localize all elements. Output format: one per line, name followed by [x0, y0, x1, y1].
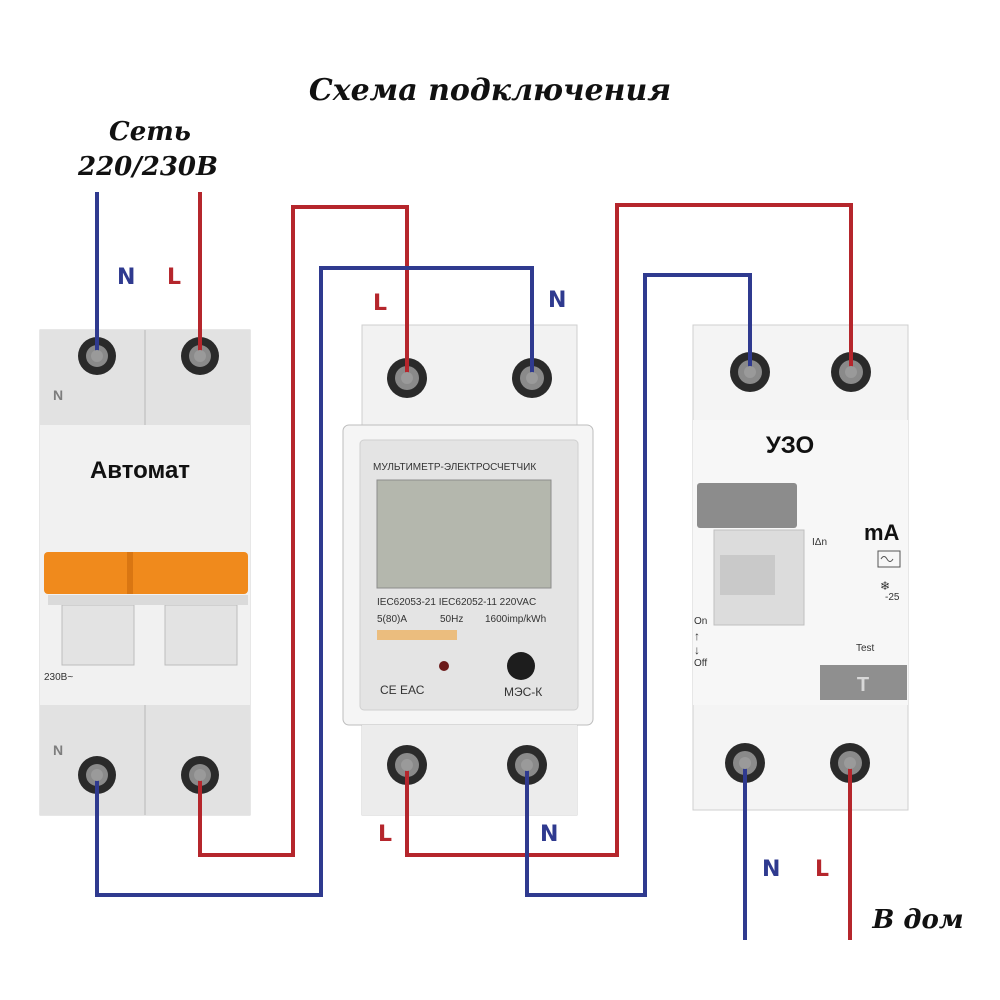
- meter-spec-4: 1600imp/kWh: [485, 614, 546, 625]
- meter-cert: CE ЕАС: [380, 683, 425, 697]
- meter-led: [439, 661, 449, 671]
- meter-button[interactable]: [507, 652, 535, 680]
- rcd-idn: IΔn: [812, 537, 827, 548]
- rcd-test-button[interactable]: [820, 665, 907, 700]
- rcd-test-button-label: T: [857, 674, 869, 696]
- output-l-label: L: [815, 857, 829, 882]
- breaker-name: Автомат: [90, 457, 190, 484]
- breaker-lever[interactable]: [44, 552, 248, 594]
- down-arrow-icon: ↓: [694, 643, 700, 657]
- meter-brand: МЭС-К: [504, 685, 542, 699]
- snowflake-icon: ❄: [880, 579, 890, 593]
- supply-label: Сеть: [109, 117, 191, 147]
- meter-lcd-display: [376, 479, 552, 589]
- breaker-rating: 230В~: [44, 672, 73, 683]
- meter-in-n-label: N: [548, 288, 566, 313]
- output-label: В дом: [871, 905, 963, 935]
- energy-meter: МУЛЬТИМЕТР-ЭЛЕКТРОСЧЕТЧИК IEC62053-21 IE…: [342, 324, 594, 816]
- rcd-name: УЗО: [766, 432, 814, 459]
- meter-spec-3: 50Hz: [440, 614, 463, 625]
- meter-header: МУЛЬТИМЕТР-ЭЛЕКТРОСЧЕТЧИК: [373, 462, 536, 473]
- breaker-to-meter-line-wire: [198, 205, 409, 857]
- meter-spec-1: IEC62053-21 IEC62052-11 220VAC: [377, 597, 536, 608]
- supply-voltage: 220/230В: [77, 152, 218, 182]
- output-n-label: N: [762, 857, 780, 882]
- up-arrow-icon: ↑: [694, 629, 700, 643]
- meter-to-rcd-neutral-wire: [525, 273, 752, 897]
- meter-to-rcd-line-wire: [405, 203, 853, 857]
- supply-n-label: N: [117, 265, 135, 290]
- rcd-temp: -25: [885, 592, 900, 603]
- meter-logo: [377, 630, 457, 640]
- diagram-title: Схема подключения: [309, 73, 671, 108]
- breaker-terminal-mark-bottom: N: [53, 742, 63, 758]
- rcd-off-label: Off: [694, 658, 707, 669]
- meter-out-l-label: L: [378, 822, 392, 847]
- ac-wave-icon: [880, 556, 894, 562]
- rcd-on-label: On: [694, 616, 707, 627]
- breaker-to-meter-neutral-wire: [95, 266, 534, 897]
- wires: [95, 192, 853, 940]
- meter-in-l-label: L: [373, 291, 387, 316]
- rcd-lever[interactable]: [697, 483, 797, 528]
- circuit-breaker: N N 230В~ Автомат: [39, 329, 251, 816]
- rcd-device: УЗО IΔn mA ❄ -25 On ↑ ↓ Off Test T: [692, 324, 909, 811]
- supply-l-label: L: [167, 265, 181, 290]
- meter-spec-2: 5(80)A: [377, 614, 407, 625]
- rcd-unit: mA: [864, 520, 900, 545]
- breaker-terminal-mark-top: N: [53, 387, 63, 403]
- rcd-test-label: Test: [856, 643, 875, 654]
- meter-out-n-label: N: [540, 822, 558, 847]
